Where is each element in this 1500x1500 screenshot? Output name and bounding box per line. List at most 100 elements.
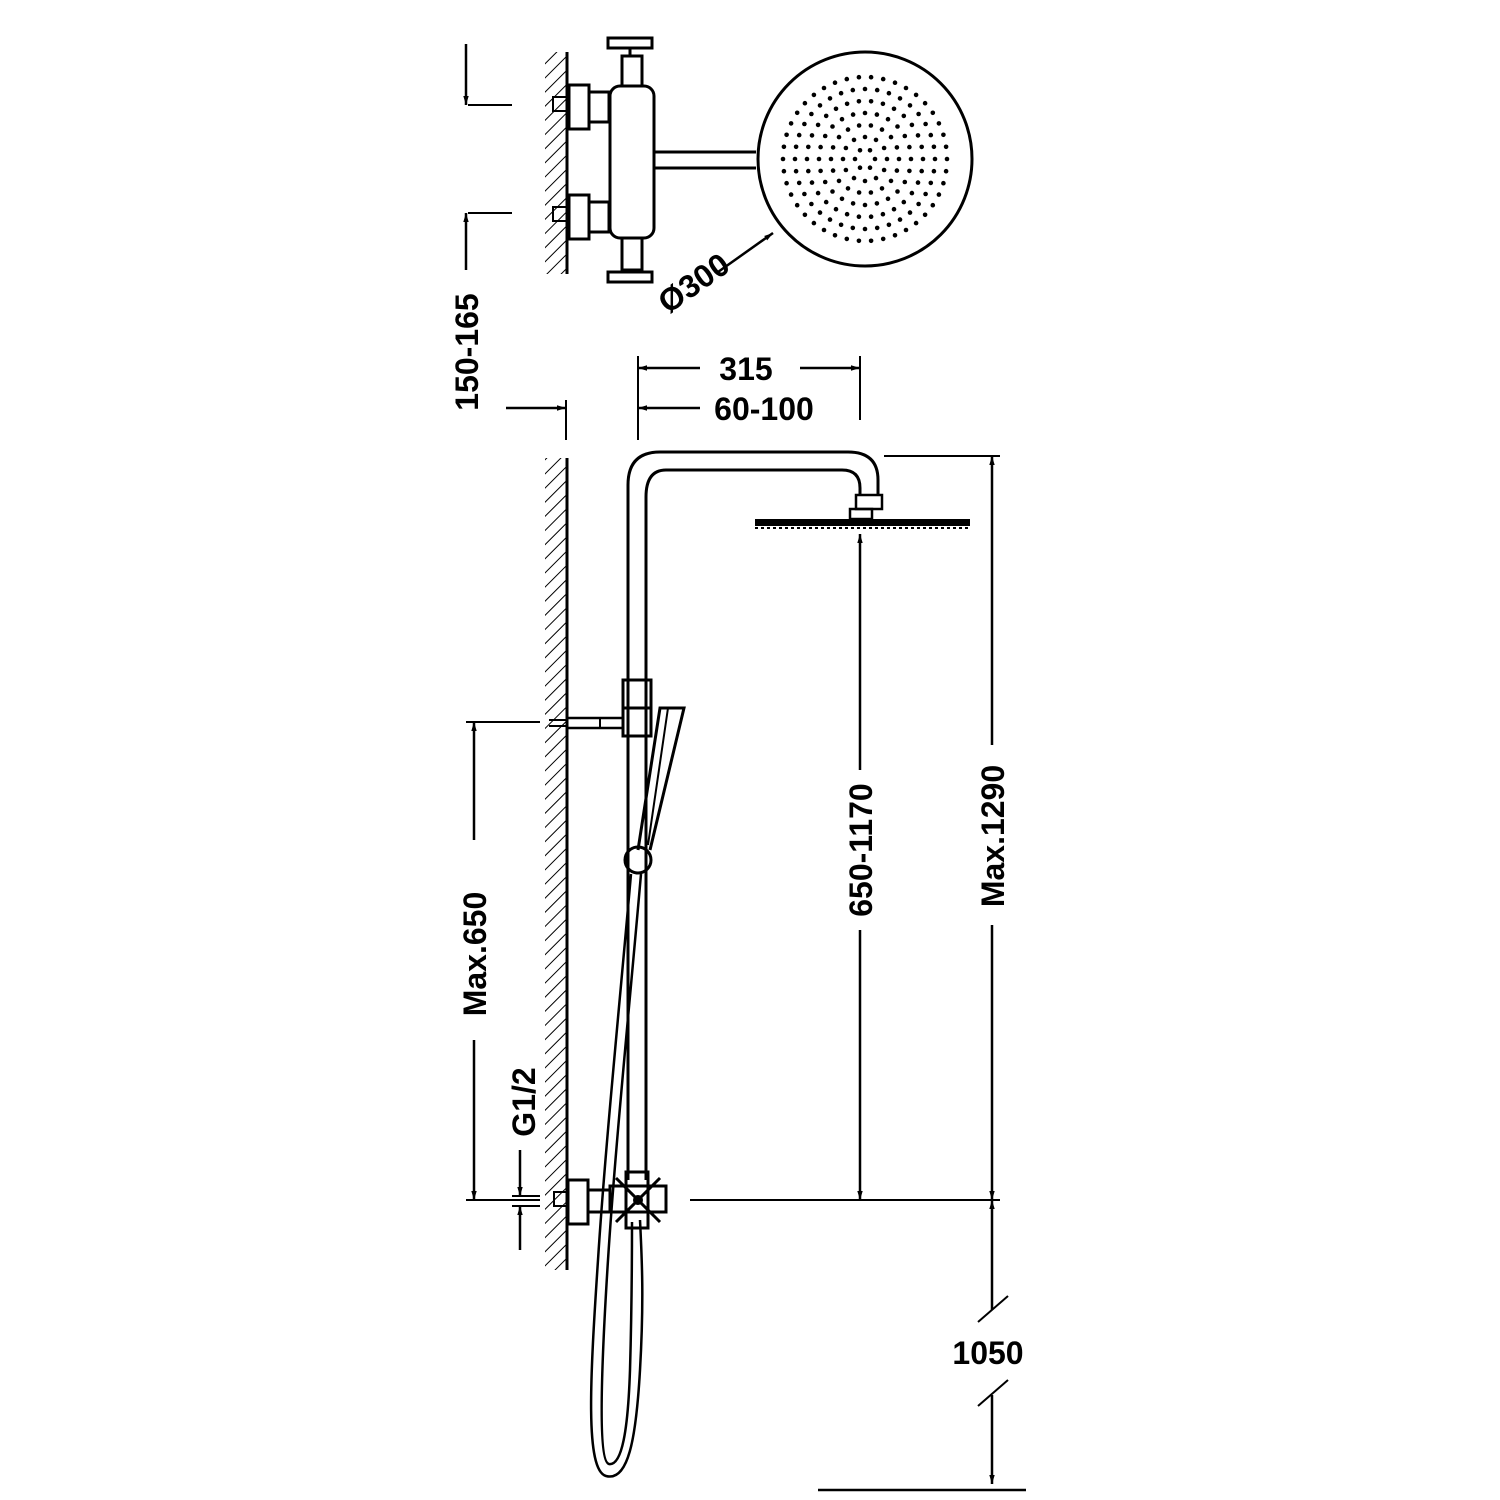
nozzle-dot [901, 199, 907, 205]
nozzle-dot [907, 168, 912, 174]
nozzle-dot [922, 212, 928, 218]
nozzle-dot [827, 96, 833, 101]
nozzle-dot [836, 134, 842, 140]
nozzle-dot [780, 156, 786, 162]
nozzle-dot [908, 156, 914, 162]
nozzle-dot [833, 206, 839, 212]
nozzle-dot [838, 90, 844, 96]
nozzle-dot [844, 236, 850, 242]
nozzle-dot [809, 201, 814, 207]
nozzle-dot [919, 168, 924, 174]
nozzle-dot [909, 122, 915, 128]
nozzle-dot [941, 180, 946, 186]
nozzle-dot [817, 103, 823, 108]
nozzle-dot [862, 134, 868, 140]
wall-distance-dimension: 60-100 [506, 391, 814, 440]
nozzle-dot [901, 113, 907, 119]
nozzle-dot [913, 92, 919, 98]
nozzle-dot [902, 133, 908, 139]
upper-wall-bracket [549, 678, 653, 738]
nozzle-dot [840, 156, 846, 162]
nozzle-dot [886, 90, 892, 96]
nozzle-dot [944, 156, 950, 162]
nozzle-dot [794, 110, 800, 116]
diameter-leader [717, 231, 774, 274]
nozzle-dot [830, 145, 836, 150]
nozzle-dot [867, 148, 873, 153]
nozzle-dot [851, 137, 857, 143]
nozzle-dot [894, 145, 900, 150]
nozzle-dot [844, 211, 850, 217]
shower-head-nozzles [780, 74, 950, 244]
nozzle-dot [862, 86, 868, 92]
nozzle-dot [804, 156, 810, 162]
nozzle-dot [873, 137, 879, 143]
nozzle-dot [792, 156, 798, 162]
nozzle-dot [815, 190, 821, 196]
nozzle-dot [856, 123, 862, 128]
nozzle-dot [895, 124, 900, 129]
nozzle-dot [802, 212, 808, 218]
nozzle-dot [844, 76, 850, 82]
nozzle-dot [897, 96, 903, 101]
nozzle-dot [784, 180, 789, 186]
nozzle-dot [874, 225, 880, 231]
nozzle-dot [928, 180, 934, 186]
nozzle-dot [928, 132, 934, 138]
nozzle-dot [868, 190, 874, 195]
nozzle-dot [806, 144, 811, 150]
nozzle-dot [868, 99, 874, 104]
nozzle-dot [907, 103, 913, 108]
shower-column [626, 450, 880, 1180]
nozzle-dot [872, 156, 878, 162]
nozzle-dot [879, 127, 885, 132]
wall-connection-lower [552, 193, 611, 241]
nozzle-dot [897, 217, 903, 222]
nozzle-dot [894, 168, 900, 173]
nozzle-dot [809, 180, 815, 185]
nozzle-dot [843, 145, 849, 151]
max-height-label: Max.1290 [975, 765, 1011, 907]
nozzle-dot [884, 156, 890, 162]
floor-height-dimension: 1050 [818, 1200, 1026, 1492]
arm-length-label: 315 [719, 351, 772, 387]
nozzle-dot [794, 202, 800, 208]
nozzle-dot [943, 168, 949, 174]
nozzle-dot [815, 122, 821, 128]
connection-spacing-label: 150-165 [449, 293, 485, 410]
wall-hatch-top [545, 52, 569, 274]
nozzle-dot [844, 101, 850, 107]
nozzle-dot [909, 190, 915, 196]
nozzle-dot [845, 127, 851, 132]
nozzle-dot [943, 144, 949, 150]
nozzle-dot [888, 178, 894, 184]
nozzle-dot [788, 192, 794, 197]
nozzle-dot [896, 156, 902, 162]
nozzle-dot [923, 121, 928, 127]
nozzle-dot [916, 111, 921, 117]
nozzle-dot [903, 85, 909, 91]
nozzle-dot [931, 144, 937, 150]
nozzle-dot [823, 113, 829, 119]
head-height-dimension: 650-1170 [690, 534, 1000, 1201]
nozzle-dot [839, 196, 845, 202]
nozzle-dot [915, 180, 921, 185]
nozzle-dot [932, 156, 938, 162]
nozzle-dot [845, 186, 851, 191]
nozzle-dot [868, 238, 874, 244]
nozzle-dot [874, 87, 880, 93]
nozzle-dot [822, 133, 828, 139]
nozzle-dot [874, 201, 880, 206]
nozzle-dot [788, 121, 794, 126]
nozzle-dot [850, 87, 856, 93]
nozzle-dot [830, 189, 835, 194]
hand-shower [623, 706, 686, 875]
shower-arm-plan [654, 150, 756, 170]
nozzle-dot [888, 134, 894, 140]
nozzle-dot [880, 101, 886, 107]
nozzle-dot [902, 179, 908, 185]
nozzle-dot [930, 202, 936, 208]
nozzle-dot [856, 238, 862, 244]
nozzle-dot [916, 201, 921, 207]
